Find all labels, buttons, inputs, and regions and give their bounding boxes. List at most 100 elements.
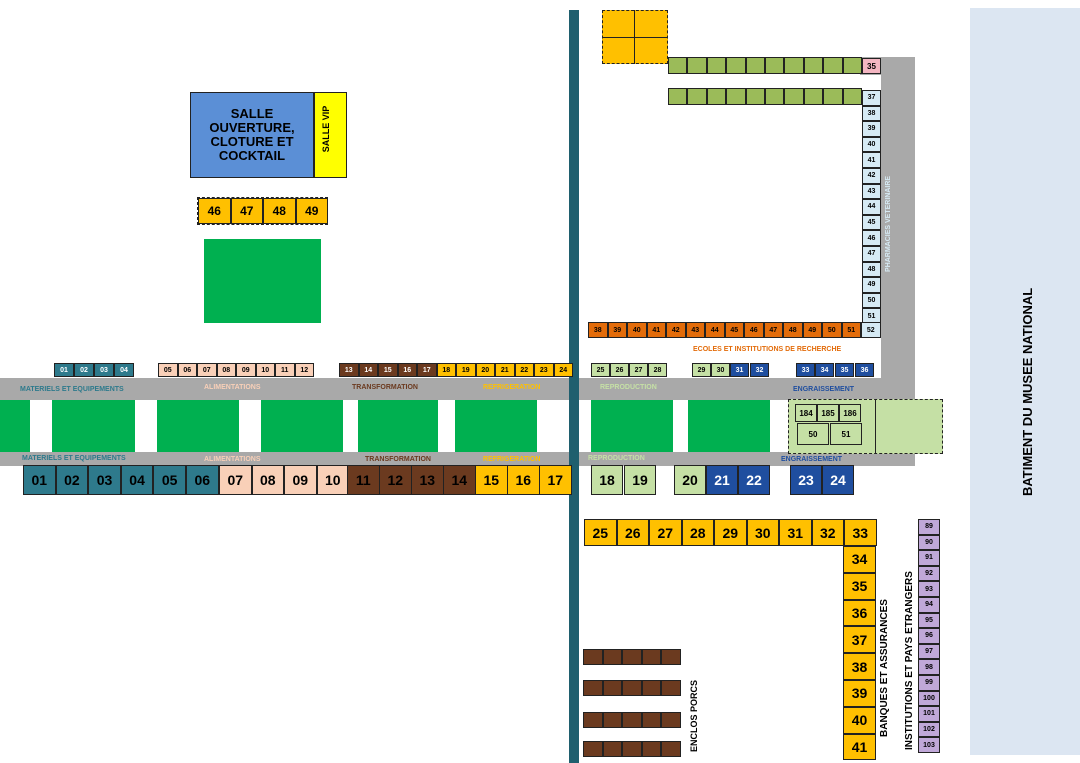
stand[interactable]: 01: [23, 465, 56, 495]
stand[interactable]: 26: [616, 519, 649, 546]
stand[interactable]: 11: [347, 465, 380, 495]
stand[interactable]: [602, 712, 622, 728]
stand[interactable]: 25: [584, 519, 617, 546]
stand[interactable]: 01: [54, 363, 74, 377]
stand[interactable]: 48: [263, 198, 296, 224]
stand[interactable]: 95: [918, 612, 940, 629]
stand[interactable]: 38: [862, 105, 881, 122]
stand[interactable]: 24: [822, 465, 854, 495]
stand[interactable]: 41: [862, 152, 881, 168]
stand[interactable]: 12: [379, 465, 412, 495]
stand-35[interactable]: 35: [862, 58, 881, 74]
stand[interactable]: 18: [591, 465, 623, 495]
stand[interactable]: 32: [811, 519, 844, 546]
stand[interactable]: 36: [843, 599, 876, 627]
stand[interactable]: 34: [843, 546, 876, 573]
stand[interactable]: 91: [918, 550, 940, 566]
stand[interactable]: 30: [746, 519, 779, 546]
stand[interactable]: 05: [153, 465, 186, 495]
stand[interactable]: [602, 649, 622, 665]
stand[interactable]: [842, 88, 862, 105]
stand[interactable]: 38: [843, 653, 876, 680]
stand[interactable]: 14: [358, 363, 378, 377]
stand[interactable]: 50: [822, 322, 842, 338]
stand[interactable]: [803, 57, 824, 74]
stand[interactable]: [823, 88, 843, 105]
stand[interactable]: [641, 712, 661, 728]
stand[interactable]: 31: [779, 519, 812, 546]
stand[interactable]: 03: [94, 363, 114, 377]
stand[interactable]: 36: [855, 363, 874, 377]
stand[interactable]: 50: [797, 423, 829, 445]
stand[interactable]: 102: [918, 721, 940, 738]
stand[interactable]: [602, 680, 622, 696]
stand[interactable]: [765, 57, 785, 74]
stand[interactable]: 07: [197, 363, 217, 377]
stand[interactable]: [745, 57, 765, 74]
stand[interactable]: 20: [475, 363, 495, 377]
stand[interactable]: 97: [918, 643, 940, 660]
stand[interactable]: [765, 88, 785, 105]
stand[interactable]: 40: [862, 136, 881, 153]
stand[interactable]: 89: [918, 519, 940, 535]
stand[interactable]: 10: [316, 465, 349, 495]
stand[interactable]: 100: [918, 690, 940, 707]
stand[interactable]: [726, 88, 746, 105]
stand[interactable]: 45: [724, 322, 744, 338]
stand[interactable]: 31: [730, 363, 749, 377]
stand[interactable]: [842, 57, 862, 74]
stand[interactable]: 98: [918, 659, 940, 675]
stand[interactable]: 08: [216, 363, 236, 377]
stand[interactable]: 27: [629, 363, 648, 377]
stand[interactable]: 49: [862, 277, 881, 293]
stand[interactable]: 07: [219, 465, 252, 495]
stand[interactable]: 18: [436, 363, 456, 377]
stand[interactable]: [602, 741, 622, 757]
stand[interactable]: [784, 57, 804, 74]
stand[interactable]: 06: [177, 363, 197, 377]
stand[interactable]: [622, 712, 642, 728]
stand[interactable]: 46: [198, 198, 231, 224]
stand[interactable]: 49: [802, 322, 822, 338]
stand[interactable]: 94: [918, 597, 940, 613]
stand[interactable]: 44: [862, 199, 881, 215]
stand[interactable]: 15: [475, 465, 508, 495]
stand[interactable]: 21: [495, 363, 515, 377]
stand[interactable]: 19: [624, 465, 656, 495]
stand[interactable]: 14: [443, 465, 476, 495]
stand[interactable]: 184: [795, 404, 817, 422]
stand[interactable]: 20: [674, 465, 706, 495]
stand[interactable]: [661, 680, 681, 696]
stand[interactable]: 51: [830, 423, 862, 445]
stand[interactable]: [687, 88, 707, 105]
stand[interactable]: 04: [120, 465, 154, 495]
stand[interactable]: 46: [744, 322, 764, 338]
stand[interactable]: 39: [862, 121, 881, 137]
stand[interactable]: 186: [839, 404, 861, 422]
stand[interactable]: 47: [763, 322, 783, 338]
stand[interactable]: [583, 649, 603, 665]
stand[interactable]: [583, 680, 603, 696]
stand[interactable]: 02: [55, 465, 89, 495]
stand[interactable]: 37: [843, 626, 876, 654]
stand[interactable]: 26: [610, 363, 629, 377]
stand[interactable]: [784, 88, 804, 105]
stand[interactable]: 92: [918, 565, 940, 582]
stand[interactable]: 42: [862, 168, 881, 184]
stand[interactable]: 34: [815, 363, 834, 377]
stand[interactable]: 16: [507, 465, 540, 495]
stand[interactable]: 16: [397, 363, 417, 377]
stand[interactable]: [661, 649, 681, 665]
stand[interactable]: 21: [706, 465, 738, 495]
stand[interactable]: 46: [862, 230, 881, 246]
stand[interactable]: 15: [378, 363, 398, 377]
stand[interactable]: 03: [88, 465, 121, 495]
stand[interactable]: 28: [681, 519, 714, 546]
stand[interactable]: 27: [649, 519, 682, 546]
stand[interactable]: 09: [236, 363, 256, 377]
stand[interactable]: 35: [835, 363, 854, 377]
stand[interactable]: 05: [158, 363, 178, 377]
stand[interactable]: [661, 712, 681, 728]
stand[interactable]: [668, 57, 688, 74]
stand[interactable]: 49: [295, 198, 328, 224]
